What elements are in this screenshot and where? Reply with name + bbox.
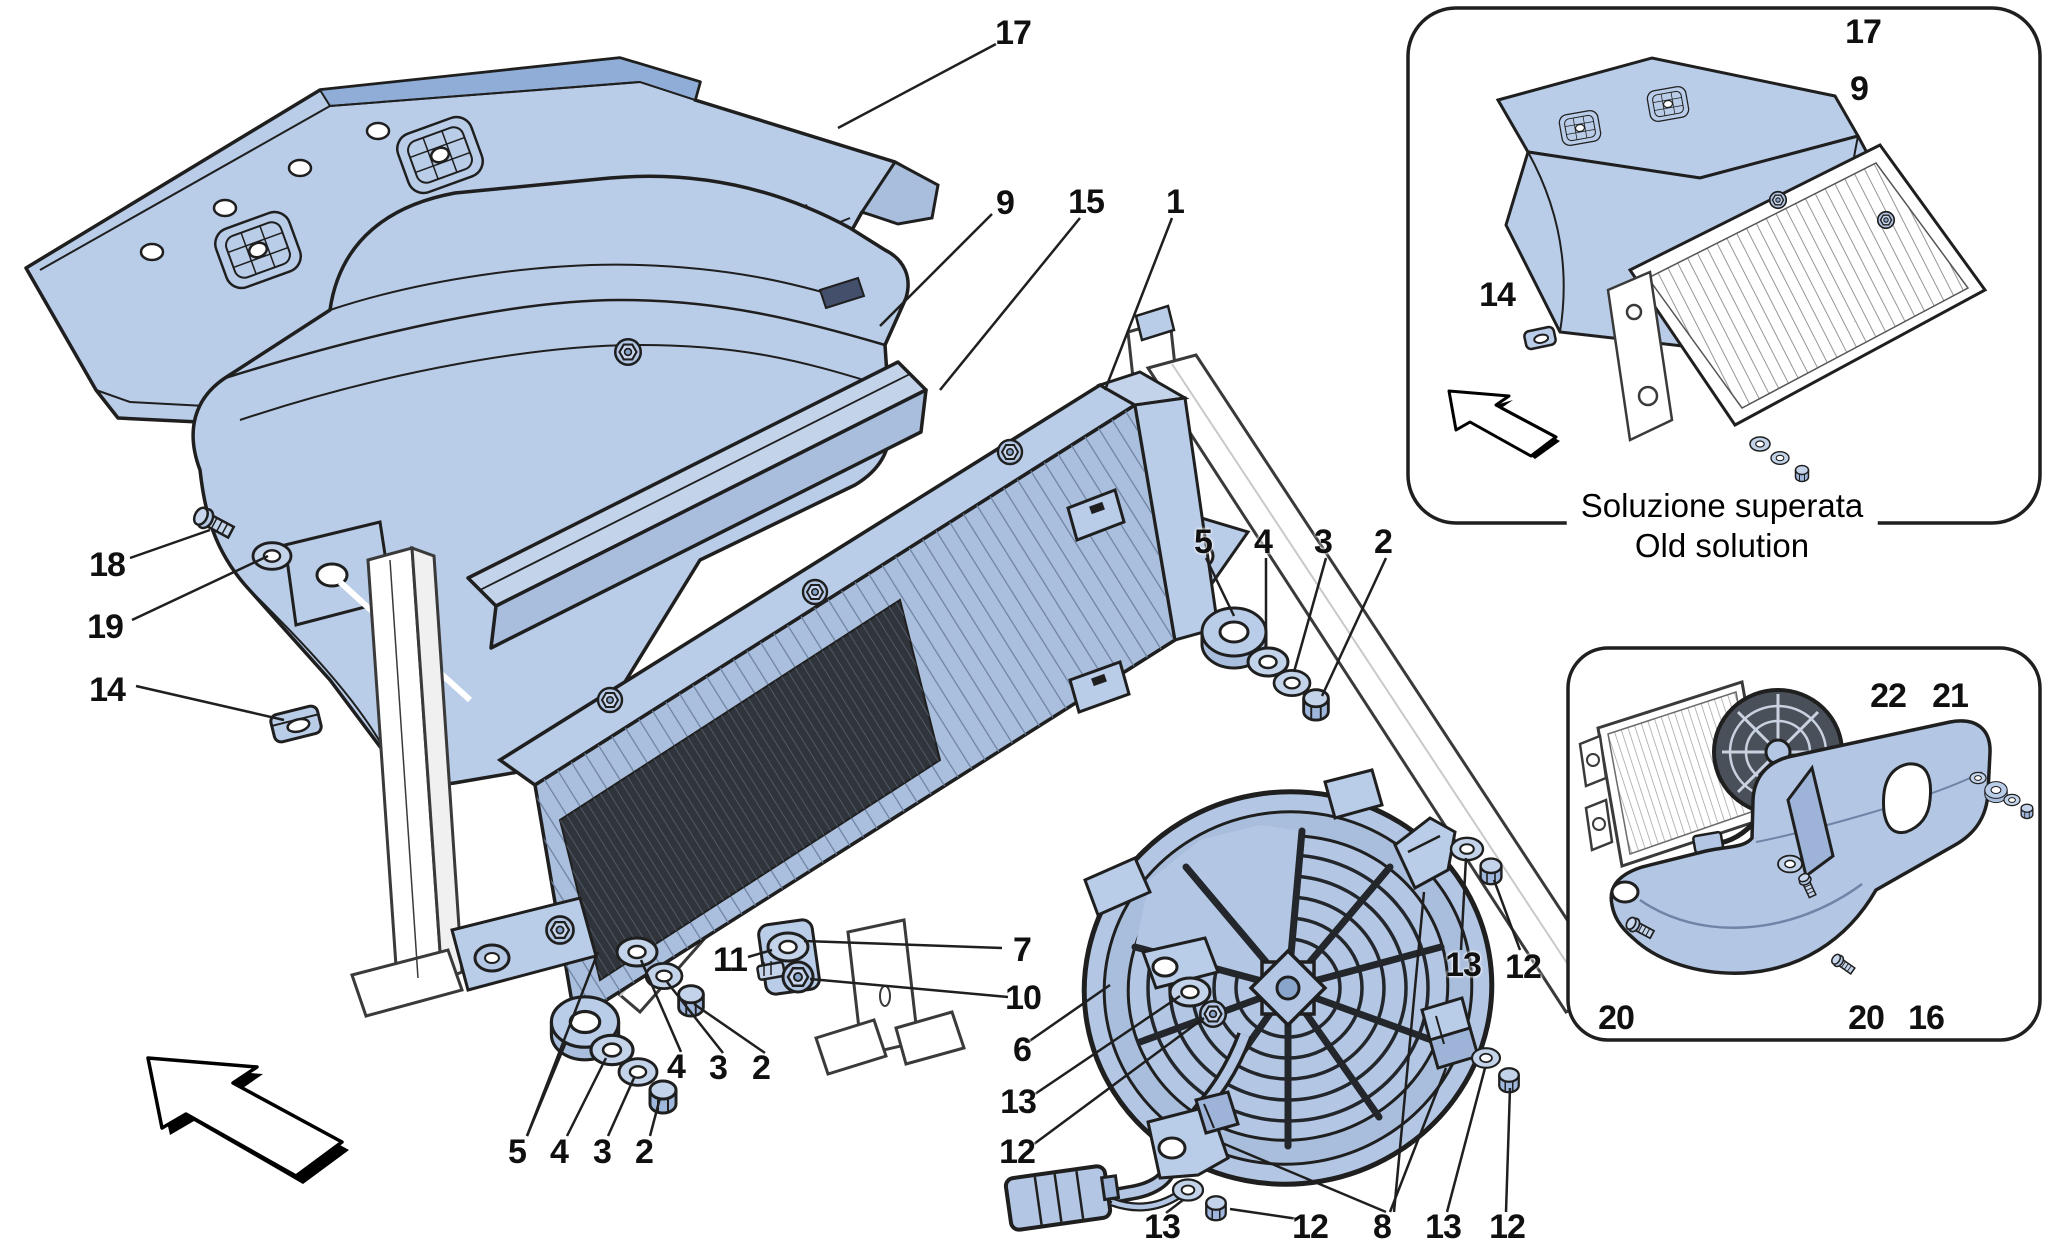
cooling-fan	[1003, 768, 1520, 1232]
fan-support-plate-hardware	[756, 918, 821, 996]
inset-new-solution	[1566, 646, 2042, 1042]
inset-caption-italian: Soluzione superata	[1566, 487, 1878, 525]
duct-fixing-hardware	[189, 503, 323, 744]
direction-arrow	[146, 1056, 349, 1184]
inset-old-solution	[1406, 6, 2042, 525]
radiator-cover-beam	[466, 360, 928, 650]
oil-cooler-radiator	[450, 370, 1220, 1023]
inset-caption-english: Old solution	[1620, 527, 1824, 565]
